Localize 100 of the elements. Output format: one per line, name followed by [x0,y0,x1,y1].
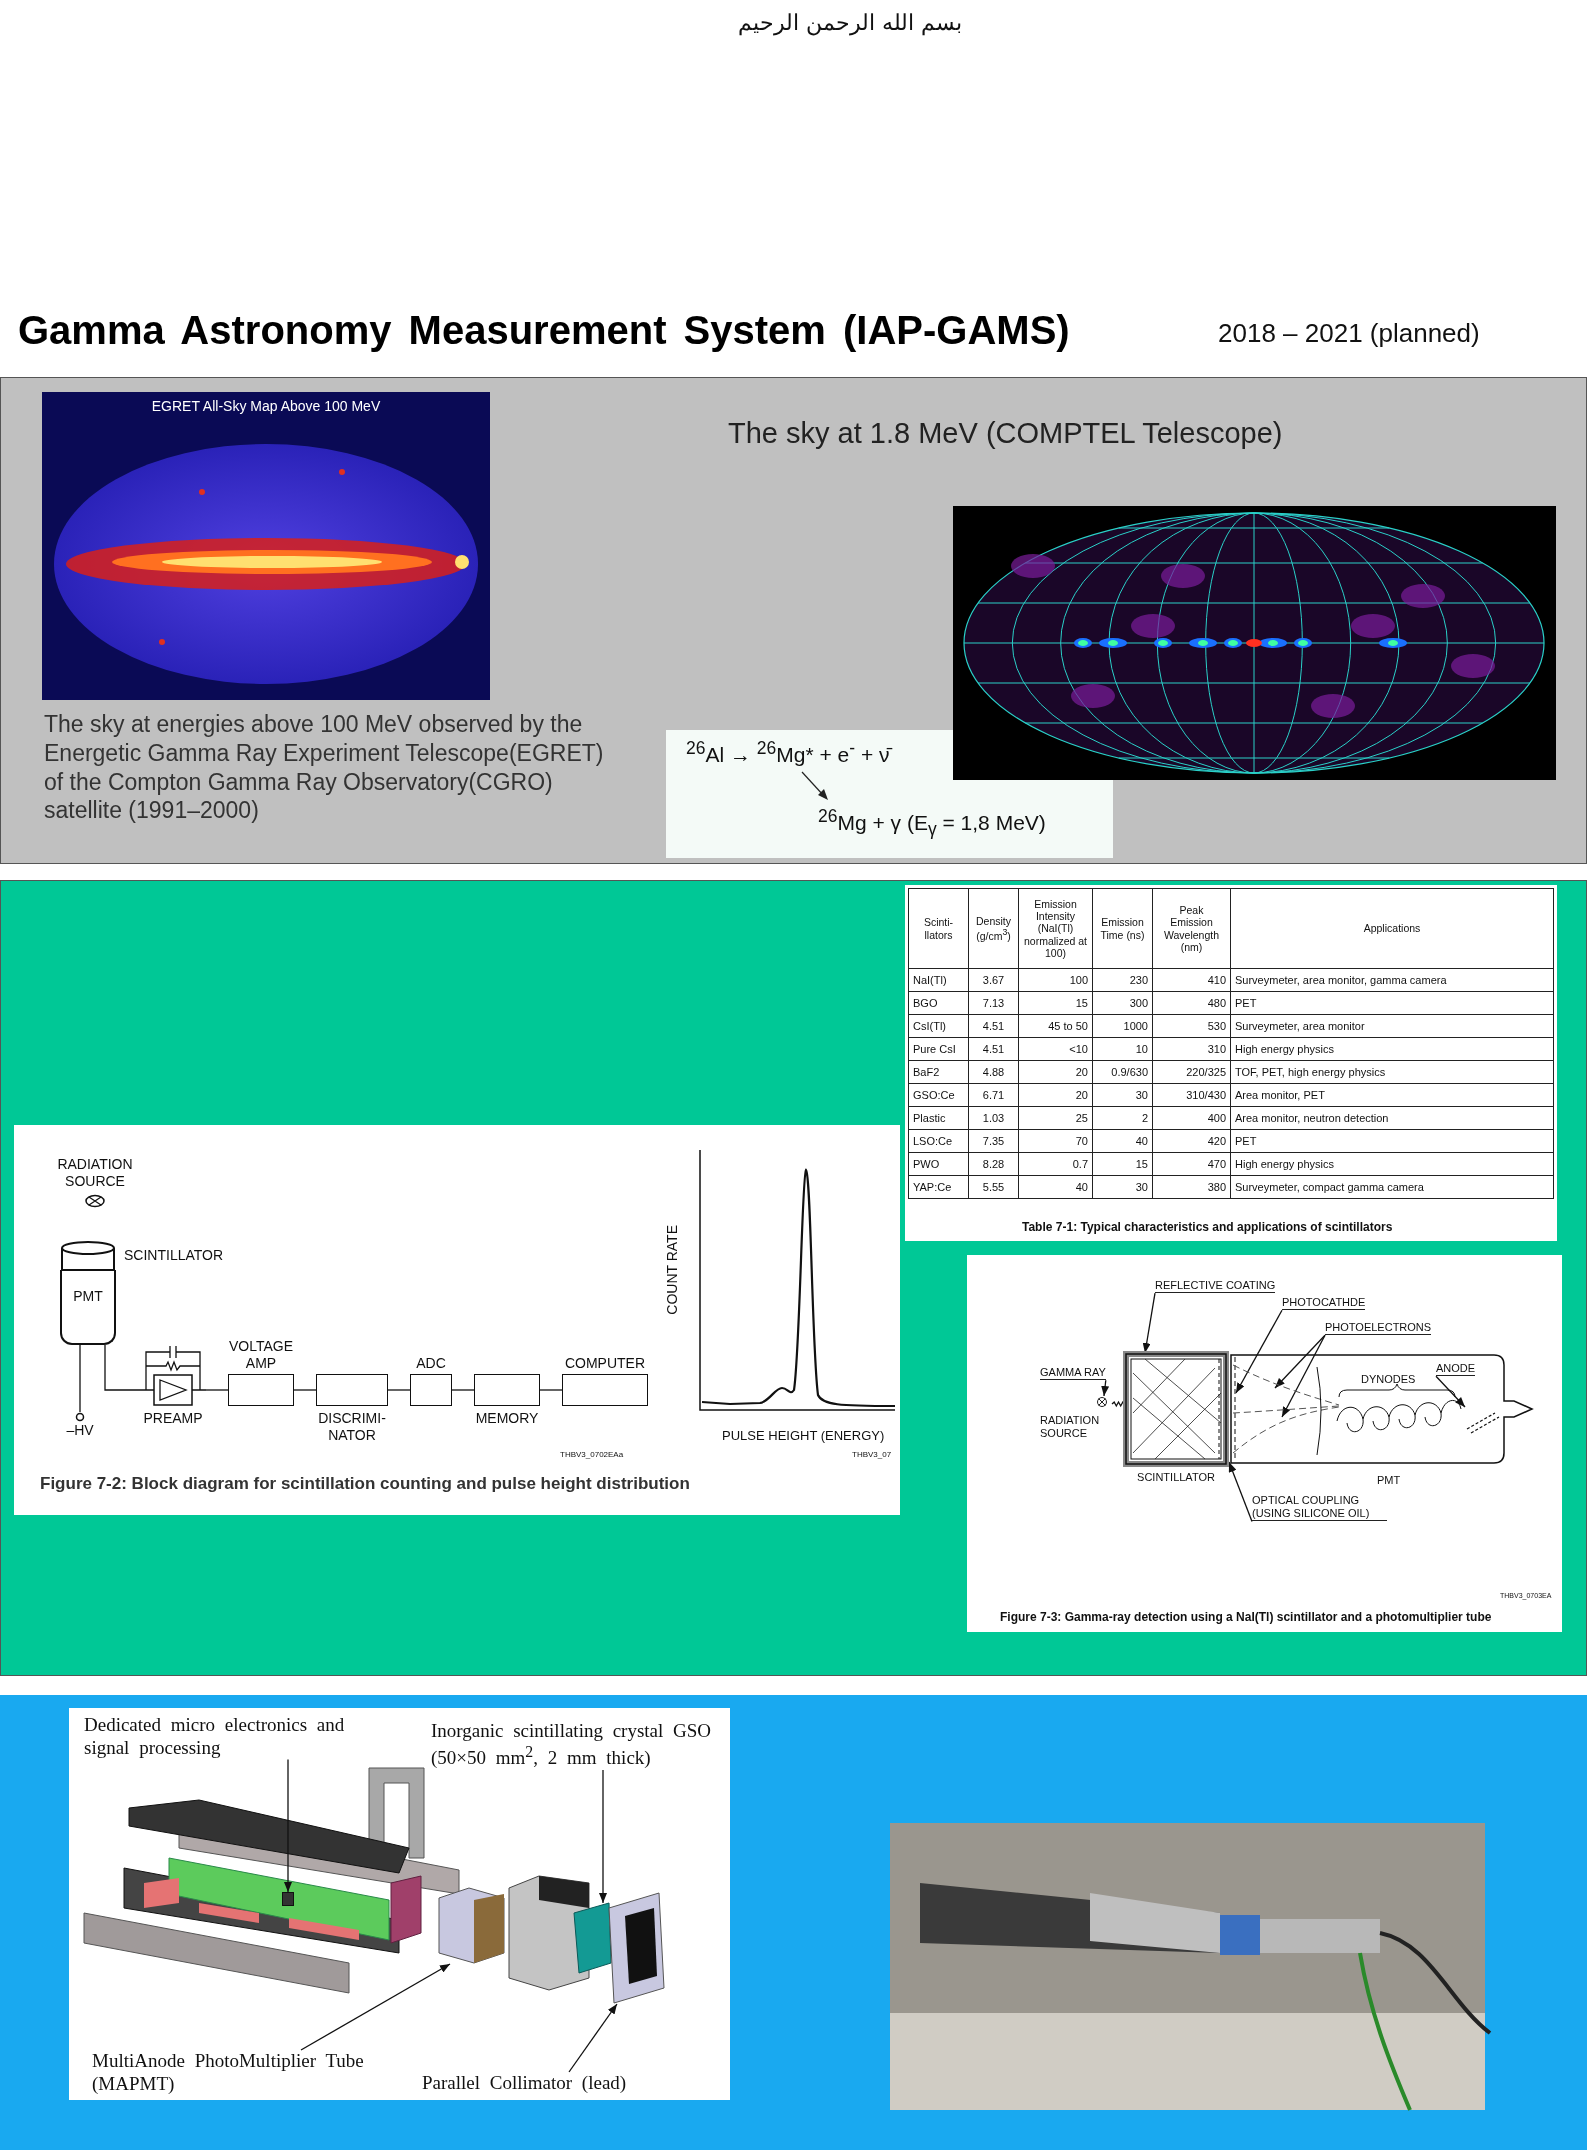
table-cell: CsI(Tl) [908,1014,969,1038]
table-cell: 6.71 [968,1083,1019,1107]
table-cell: 4.51 [968,1037,1019,1061]
table-cell: 10 [1092,1037,1153,1061]
table-cell: 300 [1092,991,1153,1015]
table-cell: 0.7 [1018,1152,1093,1176]
table-cell: PET [1230,1129,1554,1153]
map-title: EGRET All-Sky Map Above 100 MeV [150,398,382,415]
table-cell: 15 [1018,991,1093,1015]
source-label: RADIATION SOURCE [56,1156,134,1190]
table-cell: 310/430 [1152,1083,1231,1107]
terminal-label: –HV [65,1422,95,1439]
part-label: DYNODES [1361,1373,1416,1387]
table-cell: 410 [1152,968,1231,992]
table-cell: 8.28 [968,1152,1019,1176]
callout-label: Parallel Collimator (lead) [422,2072,627,2095]
leader-arrow [1281,1334,1326,1418]
table-cell: 4.88 [968,1060,1019,1084]
table-cell: 1.03 [968,1106,1019,1130]
table-cell: 25 [1018,1106,1093,1130]
table-cell: 230 [1092,968,1153,992]
leader-arrow [1142,1292,1156,1354]
table-header-cell: Peak Emission Wavelength (nm) [1152,888,1231,969]
table-cell: High energy physics [1230,1152,1554,1176]
table-cell: PWO [908,1152,969,1176]
table-cell: 400 [1152,1106,1231,1130]
block-label: MEMORY [474,1410,540,1427]
table-cell: 45 to 50 [1018,1014,1093,1038]
section-heading: The sky at 1.8 MeV (COMPTEL Telescope) [728,416,1283,451]
table-cell: 30 [1092,1175,1153,1199]
table-cell: 480 [1152,991,1231,1015]
leader-arrow [568,2003,618,2073]
table-header-cell: Density (g/cm$^{3}$) [968,888,1019,969]
table-cell: BaF2 [908,1060,969,1084]
table-cell: LSO:Ce [908,1129,969,1153]
table-cell: 30 [1092,1083,1153,1107]
table-cell: PET [1230,991,1554,1015]
axis-label: COUNT RATE [664,1225,681,1315]
table-cell: 7.35 [968,1129,1019,1153]
table-cell: Surveymeter, area monitor [1230,1014,1554,1038]
table-cell: Surveymeter, compact gamma camera [1230,1175,1554,1199]
table-caption: Table 7-1: Typical characteristics and applications of scintillators [1022,1220,1393,1235]
connector-line [1111,1400,1126,1408]
part-label: RADIATION SOURCE [1040,1414,1101,1441]
callout-label: REFLECTIVE COATING [1155,1279,1276,1294]
table-cell: 470 [1152,1152,1231,1176]
caption-text: The sky at energies above 100 MeV observed by the Energetic Gamma Ray Experiment Telescope(EGRET) of the Compton Gamma Ray Observatory(CGRO) satellite (1991–2000) [44,710,605,825]
leader-arrow [1101,1379,1110,1397]
table-cell: Area monitor, PET [1230,1083,1554,1107]
table-cell: 15 [1092,1152,1153,1176]
block-label: VOLTAGE AMP [228,1338,294,1372]
table-cell: 7.13 [968,991,1019,1015]
leader-arrow [1435,1375,1466,1408]
leader-arrow [1228,1461,1253,1523]
figure-caption: Figure 7-2: Block diagram for scintillation counting and pulse height distribution [40,1474,690,1495]
table-cell: 530 [1152,1014,1231,1038]
part-label: PMT [1377,1474,1402,1488]
page-title: Gamma Astronomy Measurement System (IAP-GAMS) [18,308,1070,353]
block-label: PREAMP [142,1410,204,1427]
table-cell: TOF, PET, high energy physics [1230,1060,1554,1084]
table-cell: Plastic [908,1106,969,1130]
table-cell: 20 [1018,1060,1093,1084]
table-cell: 100 [1018,968,1093,992]
table-cell: 5.55 [968,1175,1019,1199]
calligraphy-text: بسم الله الرحمن الرحيم [737,10,963,37]
callout-label: PHOTOELECTRONS [1325,1321,1432,1336]
table-cell: 220/325 [1152,1060,1231,1084]
callout-label: OPTICAL COUPLING (USING SILICONE OIL) [1252,1494,1387,1522]
table-cell: 0.9/630 [1092,1060,1153,1084]
table-cell: 380 [1152,1175,1231,1199]
table-header-cell: Emission Intensity (NaI(Tl) normalized at 100) [1018,888,1093,969]
part-label: SCINTILLATOR [1136,1471,1216,1485]
connector-line [104,1344,141,1391]
table-cell: 420 [1152,1129,1231,1153]
callout-label: PHOTOCATHDE [1282,1296,1366,1311]
table-header-cell: Emission Time (ns) [1092,888,1153,969]
table-cell: 1000 [1092,1014,1153,1038]
connector-line [79,1344,81,1413]
figure-code: THBV3_0702EAa [560,1450,624,1460]
formula-text: $^{26}$Mg + γ (E$_{γ}$ = 1,8 MeV) [818,806,1046,841]
callout-label: GAMMA RAY [1040,1366,1106,1381]
block-label: DISCRIMI- NATOR [317,1410,387,1444]
callout-label: Dedicated micro electronics and signal processing [84,1714,346,1760]
table-cell: 4.51 [968,1014,1019,1038]
leader-arrow [300,1963,451,2051]
table-cell: 20 [1018,1083,1093,1107]
table-cell: BGO [908,991,969,1015]
table-cell: Area monitor, neutron detection [1230,1106,1554,1130]
connector-line [451,1389,475,1391]
table-header-cell: Applications [1230,888,1554,969]
block-label: COMPUTER [563,1355,647,1372]
leader-arrow [284,1758,292,1893]
table-cell: Pure CsI [908,1037,969,1061]
leader-arrow [1235,1309,1283,1394]
table-cell: 310 [1152,1037,1231,1061]
table-cell: Surveymeter, area monitor, gamma camera [1230,968,1554,992]
figure-code: THBV3_07 [852,1450,892,1460]
table-cell: 70 [1018,1129,1093,1153]
table-cell: 40 [1092,1129,1153,1153]
part-label: SCINTILLATOR [124,1247,224,1263]
